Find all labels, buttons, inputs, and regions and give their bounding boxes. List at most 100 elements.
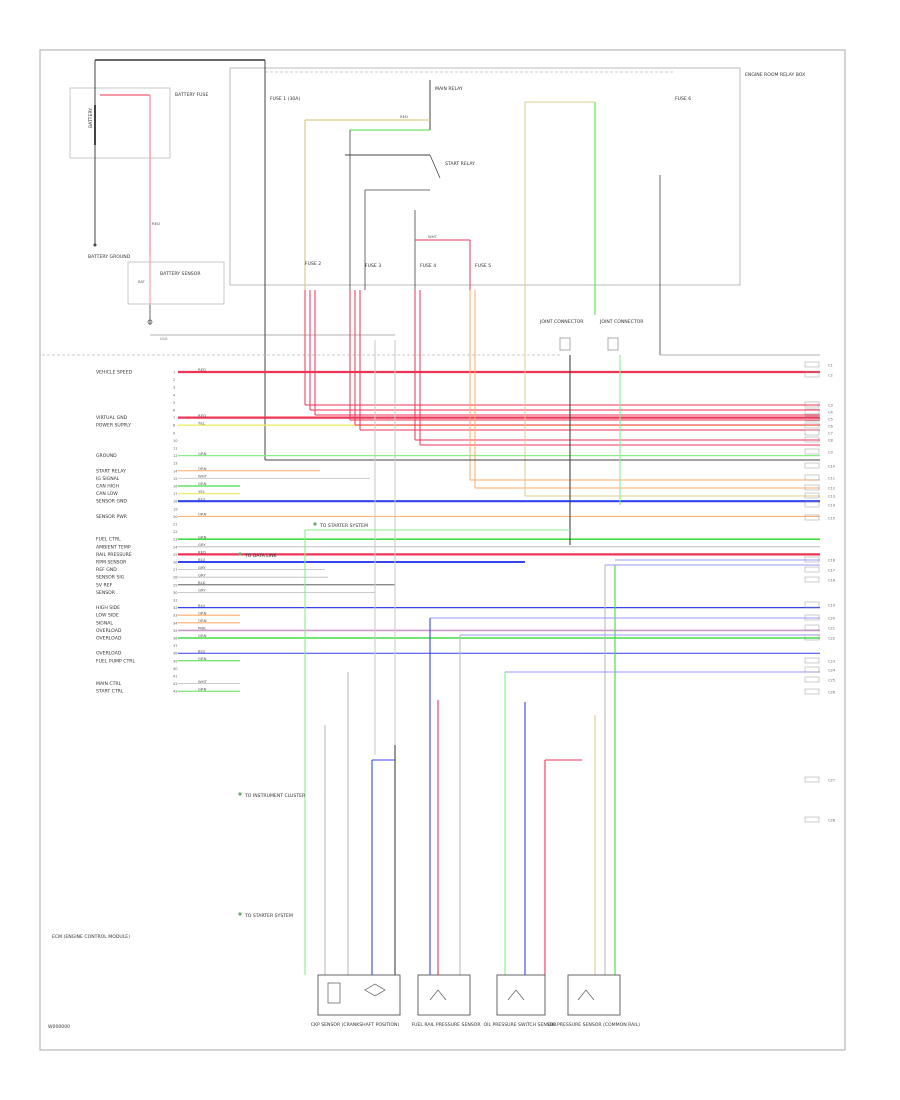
ecm-pin-number: 40	[173, 667, 178, 671]
ecm-pin-number: 36	[173, 637, 178, 641]
ecm-pin-name: HIGH SIDE	[96, 605, 120, 611]
ecm-pin-name: SENSOR GND	[96, 499, 127, 505]
battery-sensor-label: BATTERY SENSOR	[160, 271, 201, 277]
right-connector	[804, 624, 820, 631]
ecm-pin-number: 33	[173, 614, 178, 618]
right-connector-label: C2	[828, 374, 833, 378]
fuse-f-label: FUSE 6	[675, 96, 691, 102]
right-connector-label: C10	[828, 465, 836, 469]
ecm-pin-name: IG SIGNAL	[96, 476, 120, 482]
ecm-pin-wire-color: ORN	[198, 618, 207, 623]
ecm-pin-wire-color: ORN	[198, 512, 207, 517]
right-connector	[804, 566, 820, 573]
fuse-b-label: FUSE 2	[305, 261, 321, 267]
ecm-pin-name: SIGNAL	[96, 620, 113, 626]
joint-label-1: JOINT CONNECTOR	[539, 319, 584, 325]
ecm-pin-name: CAN LOW	[96, 491, 118, 497]
right-connector	[804, 614, 820, 621]
right-connector-label: C8	[828, 439, 834, 443]
right-connector	[804, 501, 820, 508]
ecm-pin-wire-color: PNK	[198, 626, 206, 631]
right-connector	[804, 514, 820, 521]
right-connector-label: C9	[828, 451, 834, 455]
battery-fuse-label: BATTERY FUSE	[175, 92, 208, 98]
footer-id: W000000	[48, 1024, 70, 1030]
ecm-pin-wire-color: YEL	[198, 420, 206, 425]
right-connector-layer: C1C2C3C4C5C6C7C8C9C10C11C12C13C14C15C16C…	[804, 361, 836, 823]
ecm-pin-number: 26	[173, 561, 178, 565]
component-label-2: FUEL RAIL PRESSURE SENSOR	[411, 1022, 481, 1028]
fuse-d-label: FUSE 4	[420, 263, 436, 269]
ecm-pin-wire-color: GRY	[198, 542, 206, 547]
ecm-pin-number: 14	[173, 469, 178, 473]
ecm-pin-number: 25	[173, 553, 178, 557]
right-connector	[804, 422, 820, 429]
ecm-label: ECM (ENGINE CONTROL MODULE)	[52, 934, 130, 940]
right-connector	[804, 408, 820, 415]
ecm-pin-wire-color: BLU	[198, 603, 206, 608]
right-connector-label: C20	[828, 617, 836, 621]
ecm-pin-name: POWER SUPPLY	[96, 423, 131, 429]
ecm-pin-wire-color: GRN	[198, 633, 207, 638]
ecm-pin-wire-color: BLK	[198, 580, 206, 585]
battery-sensor-pin: BAT	[138, 280, 146, 284]
ecm-pin-name: CAN HIGH	[96, 484, 119, 490]
ecm-pin-wire-color: YEL	[198, 489, 206, 494]
battery-box	[69, 87, 171, 159]
ecm-pin-name: VEHICLE SPEED	[96, 370, 132, 376]
ecm-pin-wire-color: GRN	[198, 686, 207, 691]
battery-sensor-box	[127, 261, 225, 305]
ecm-pin-name: RAIL PRESSURE	[96, 552, 132, 558]
right-connector-label: C18	[828, 579, 836, 583]
ecm-pin-wire-color: BLU	[198, 557, 206, 562]
right-connector	[804, 556, 820, 563]
battery-ground-label: BATTERY GROUND	[88, 254, 131, 260]
ecm-pin-wire-color: GRN	[198, 534, 207, 539]
ecm-pin-name: SENSOR	[96, 590, 116, 596]
right-connector	[804, 634, 820, 641]
ecm-pin-number: 13	[173, 462, 178, 466]
right-connector-label: C27	[828, 779, 835, 783]
ecm-pin-number: 34	[173, 621, 178, 625]
right-connector-label: C4	[828, 411, 834, 415]
ecm-pin-name: OVERLOAD	[96, 636, 122, 642]
ecm-pin-number: 4	[173, 393, 176, 397]
right-connector	[804, 657, 820, 664]
right-connector-label: C23	[828, 660, 835, 664]
ecm-pin-number: 8	[173, 424, 176, 428]
component-label-4: OIL PRESSURE SENSOR (COMMON RAIL)	[548, 1022, 640, 1028]
ecm-pin-number: 1	[173, 371, 175, 375]
right-connector	[804, 462, 820, 469]
right-connector-label: C1	[828, 364, 833, 368]
note-can-a: TO DATA LINK	[244, 553, 278, 559]
ecm-pin-number: 20	[173, 515, 178, 519]
ecm-pin-number: 43	[173, 690, 178, 694]
right-connector-label: C6	[828, 425, 834, 429]
ecm-pin-number: 9	[173, 431, 176, 435]
ecm-pin-number: 11	[173, 447, 178, 451]
ecm-pin-number: 7	[173, 416, 175, 420]
right-connector-label: C3	[828, 404, 833, 408]
right-connector	[804, 688, 820, 695]
relay-box-title: ENGINE ROOM RELAY BOX	[745, 72, 805, 78]
right-connector-label: C24	[828, 669, 836, 673]
ecm-pin-number: 2	[173, 378, 175, 382]
ecm-pin-number: 23	[173, 538, 178, 542]
component-label-1: CKP SENSOR (CRANKSHAFT POSITION)	[311, 1022, 400, 1028]
right-connector-label: C13	[828, 495, 835, 499]
ecm-pin-name: FUEL CTRL	[96, 537, 121, 543]
ecm-pin-number: 19	[173, 507, 178, 511]
ecm-pin-number: 30	[173, 591, 178, 595]
ecm-pin-number: 15	[173, 477, 178, 481]
right-connector-label: C5	[828, 418, 833, 422]
right-connector	[804, 816, 820, 823]
note-can-b: TO INSTRUMENT CLUSTER	[244, 793, 306, 799]
ecm-pin-number: 17	[173, 492, 178, 496]
right-connector-label: C28	[828, 819, 836, 823]
right-connector	[804, 666, 820, 673]
ecm-pin-number: 31	[173, 599, 178, 603]
right-connector-label: C15	[828, 517, 835, 521]
right-connector	[804, 401, 820, 408]
ecm-pin-number: 29	[173, 583, 178, 587]
ecm-pin-wire-color: GRY	[198, 588, 206, 593]
